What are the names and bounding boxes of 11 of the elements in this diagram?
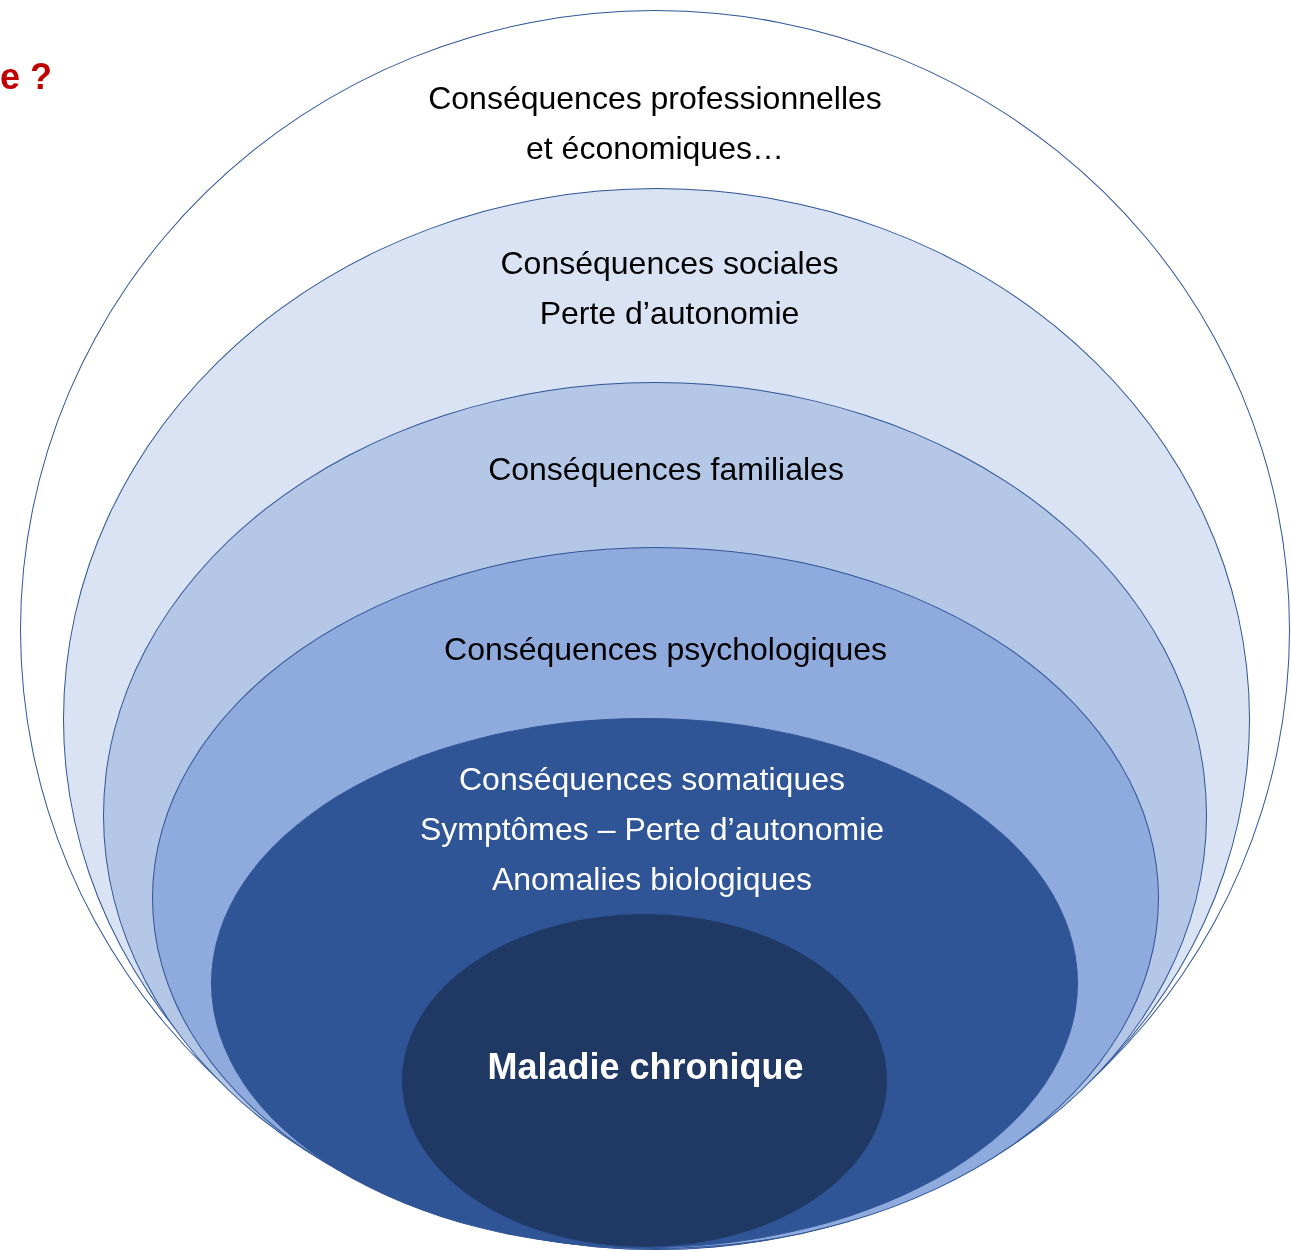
layer-label: Conséquences psychologiques [444, 629, 887, 669]
layer-label: Perte d’autonomie [539, 293, 800, 333]
layer-label: et économiques… [526, 129, 784, 168]
title-fragment: e ? [0, 56, 52, 98]
layer-label: Anomalies biologiques [491, 860, 813, 899]
layer-label: Conséquences familiales [488, 450, 844, 489]
layer-label: Conséquences sociales [500, 243, 839, 283]
layer-label: Maladie chronique [487, 1044, 804, 1089]
layer-label: Symptômes – Perte d’autonomie [419, 810, 885, 849]
layer-label: Conséquences professionnelles [428, 79, 882, 118]
layer-label: Conséquences somatiques [459, 760, 845, 799]
